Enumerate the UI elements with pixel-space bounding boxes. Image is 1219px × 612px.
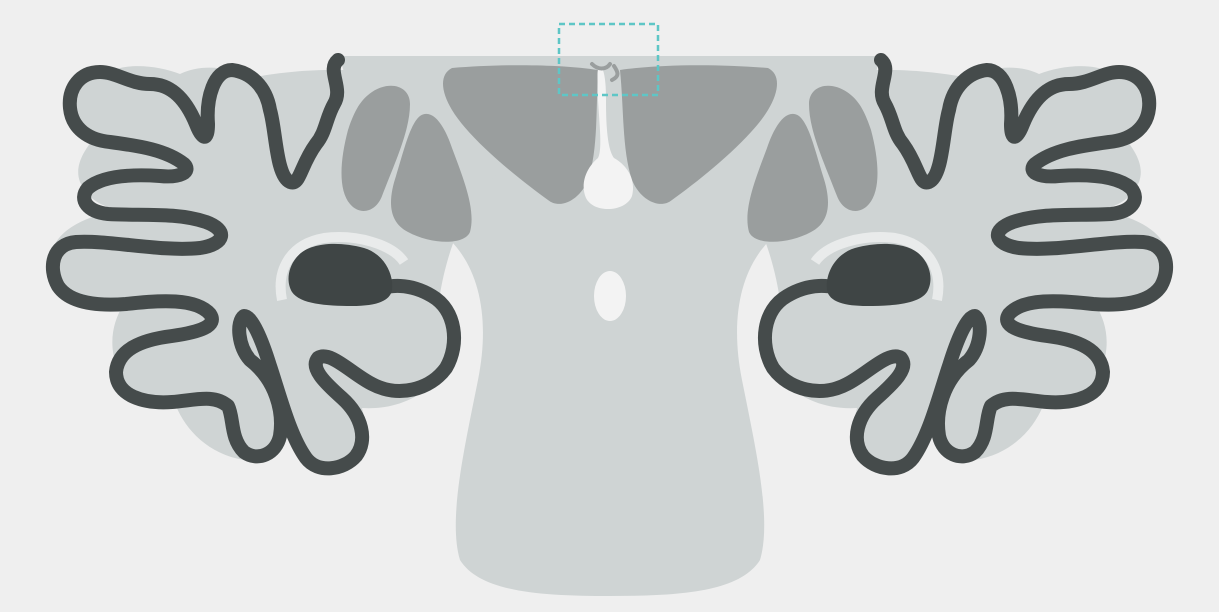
left-hemisphere-folds [50, 60, 520, 468]
right-hemisphere-folds [699, 60, 1169, 468]
central-oval-cavity [594, 271, 626, 321]
